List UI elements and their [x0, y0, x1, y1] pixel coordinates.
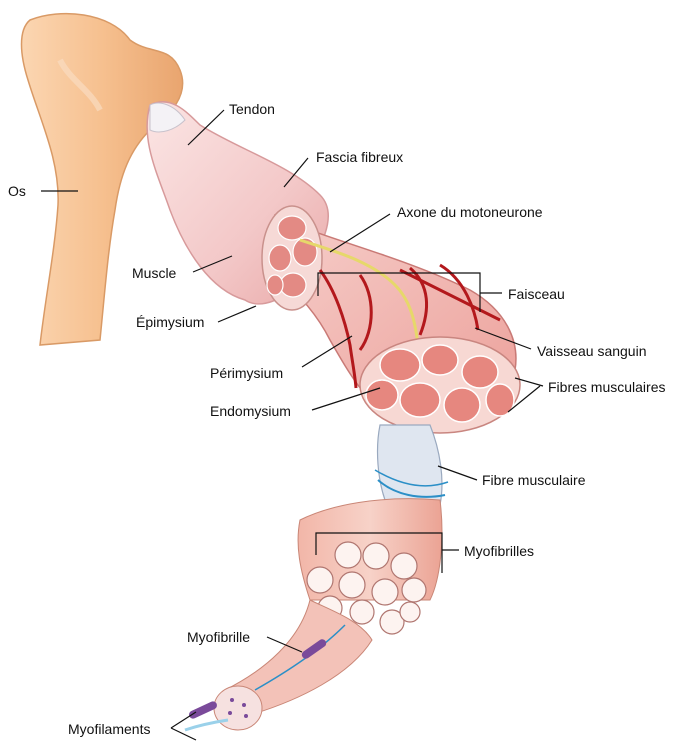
- label-os: Os: [8, 183, 26, 199]
- label-tendon: Tendon: [229, 101, 275, 117]
- label-fibre-musculaire: Fibre musculaire: [482, 472, 585, 488]
- label-axone-du-motoneurone: Axone du motoneurone: [397, 204, 543, 220]
- label-endomysium: Endomysium: [210, 403, 291, 419]
- label-vaisseau-sanguin: Vaisseau sanguin: [537, 343, 646, 359]
- label-muscle: Muscle: [132, 265, 176, 281]
- label-fascia-fibreux: Fascia fibreux: [316, 149, 403, 165]
- label-epimysium: Épimysium: [136, 314, 204, 330]
- label-myofibrilles: Myofibrilles: [464, 543, 534, 559]
- fascicle-cross-section: [360, 337, 520, 433]
- label-faisceau: Faisceau: [508, 286, 565, 302]
- single-myofibril: [185, 600, 372, 730]
- label-myofibrille: Myofibrille: [187, 629, 250, 645]
- label-myofilaments: Myofilaments: [68, 721, 150, 737]
- muscle-cross-section: [262, 206, 322, 310]
- label-perimysium: Périmysium: [210, 365, 283, 381]
- label-fibres-musculaires: Fibres musculaires: [548, 379, 665, 395]
